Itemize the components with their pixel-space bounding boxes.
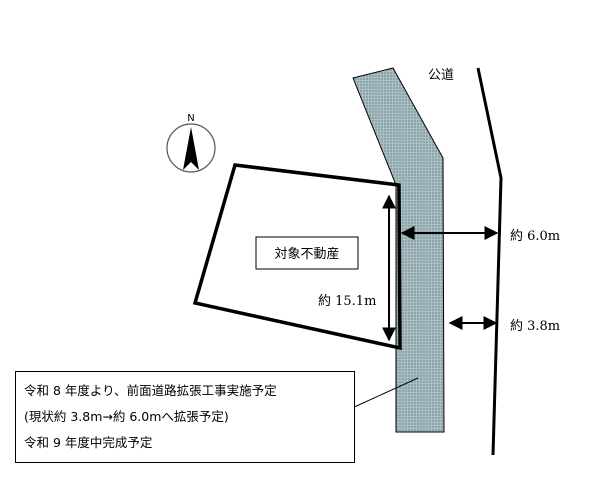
property-label-box <box>255 236 359 270</box>
north-compass: N <box>166 113 216 173</box>
note-line-2: (現状約 3.8m→約 6.0mへ拡張予定) <box>24 409 229 424</box>
compass-north-label: N <box>187 113 194 124</box>
future-width-label: 約 6.0m <box>510 229 560 244</box>
widening-note-box: 令和 8 年度より、前面道路拡張工事実施予定 (現状約 3.8m→約 6.0mへ… <box>15 371 355 463</box>
current-width-label: 約 3.8m <box>510 319 560 334</box>
compass-needle-icon <box>183 127 199 170</box>
note-line-1: 令和 8 年度より、前面道路拡張工事実施予定 <box>24 383 277 398</box>
property-label: 対象不動産 <box>274 246 339 262</box>
note-leader-line <box>351 377 419 409</box>
frontage-dimension-label: 約 15.1m <box>318 294 376 309</box>
subject-property-parcel <box>192 163 402 351</box>
public-road-boundary-line <box>476 67 503 456</box>
note-line-3: 令和 9 年度中完成予定 <box>24 435 153 450</box>
road-label: 公道 <box>428 68 454 83</box>
